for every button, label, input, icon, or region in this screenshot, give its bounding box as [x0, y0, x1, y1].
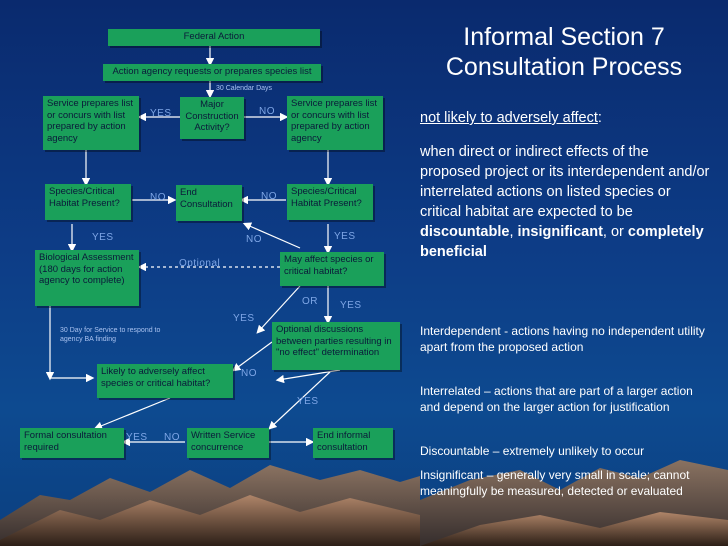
end-consultation-box: End Consultation	[176, 185, 242, 221]
label-no-2: NO	[150, 192, 166, 203]
term-insignificant: insignificant	[518, 224, 603, 240]
definition-text: when direct or indirect effects of the p…	[420, 144, 709, 220]
species-habitat-right-box: Species/Critical Habitat Present?	[287, 184, 373, 220]
action-agency-box: Action agency requests or prepares speci…	[103, 64, 321, 81]
end-informal-box: End informal consultation	[313, 428, 393, 458]
days30-note: 30 Calendar Days	[216, 84, 272, 93]
label-yes-7: YES	[126, 432, 148, 443]
biological-assessment-box: Biological Assessment (180 days for acti…	[35, 250, 139, 306]
thirty-day-note: 30 Day for Service to respond to agency …	[60, 326, 170, 344]
definition-term: not likely to adversely affect	[420, 110, 598, 126]
label-no-1: NO	[259, 106, 275, 117]
slide-title: Informal Section 7 Consultation Process	[414, 22, 714, 82]
note-discountable: Discountable – extremely unlikely to occ…	[420, 443, 712, 459]
species-habitat-left-box: Species/Critical Habitat Present?	[45, 184, 131, 220]
note-interrelated: Interrelated – actions that are part of …	[420, 383, 712, 415]
federal-action-box: Federal Action	[108, 29, 320, 46]
term-discountable: discountable	[420, 224, 509, 240]
label-optional: Optional	[179, 258, 220, 269]
likely-adversely-box: Likely to adversely affect species or cr…	[97, 364, 233, 398]
formal-consultation-box: Formal consultation required	[20, 428, 124, 458]
label-no-4: NO	[246, 234, 262, 245]
note-interdependent: Interdependent - actions having no indep…	[420, 323, 712, 355]
label-yes-2: YES	[92, 232, 114, 243]
comma-sep: ,	[509, 224, 517, 240]
label-yes-4: YES	[340, 300, 362, 311]
or-sep: , or	[603, 224, 628, 240]
written-concurrence-box: Written Service concurrence	[187, 428, 269, 458]
label-yes-6: YES	[297, 396, 319, 407]
label-or: OR	[302, 296, 318, 307]
optional-discussions-box: Optional discussions between parties res…	[272, 322, 400, 370]
note-insignificant: Insignificant – generally very small in …	[420, 467, 712, 499]
may-affect-box: May affect species or critical habitat?	[280, 252, 384, 286]
label-yes-1: YES	[150, 108, 172, 119]
service-prepares-right-box: Service prepares list or concurs with li…	[287, 96, 383, 150]
label-no-5: NO	[241, 368, 257, 379]
definition-body: when direct or indirect effects of the p…	[420, 142, 712, 262]
definition-heading: not likely to adversely affect:	[420, 108, 712, 128]
major-construction-box: Major Construction Activity?	[180, 97, 244, 139]
label-yes-3: YES	[334, 231, 356, 242]
label-no-3: NO	[261, 191, 277, 202]
label-no-6: NO	[164, 432, 180, 443]
label-yes-5: YES	[233, 313, 255, 324]
service-prepares-left-box: Service prepares list or concurs with li…	[43, 96, 139, 150]
definition-colon: :	[598, 110, 602, 126]
